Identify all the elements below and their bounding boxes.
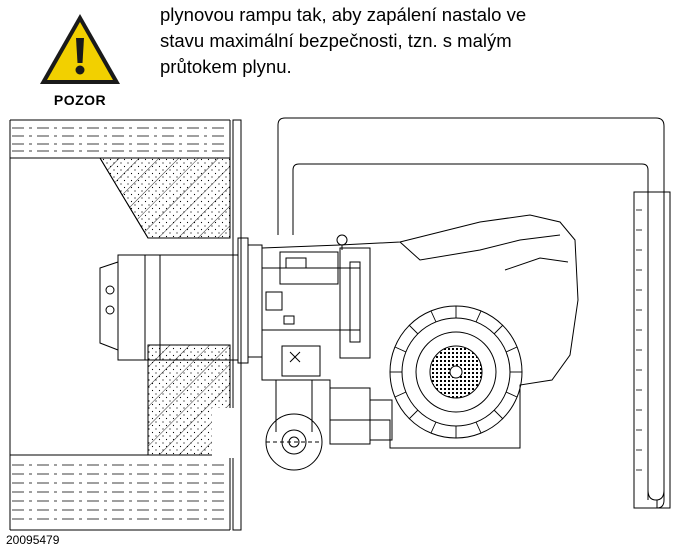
- figure-number: 20095479: [6, 533, 60, 547]
- paragraph-line: stavu maximální bezpečnosti, tzn. s malý…: [160, 30, 512, 51]
- paragraph-line: průtokem plynu.: [160, 56, 292, 77]
- instruction-paragraph: plynovou rampu tak, aby zapálení nastalo…: [160, 2, 670, 80]
- burner-installation-drawing: [9, 117, 671, 531]
- warning-triangle-icon: [40, 14, 120, 84]
- warning-label: POZOR: [53, 92, 107, 108]
- paragraph-line: plynovou rampu tak, aby zapálení nastalo…: [160, 4, 527, 25]
